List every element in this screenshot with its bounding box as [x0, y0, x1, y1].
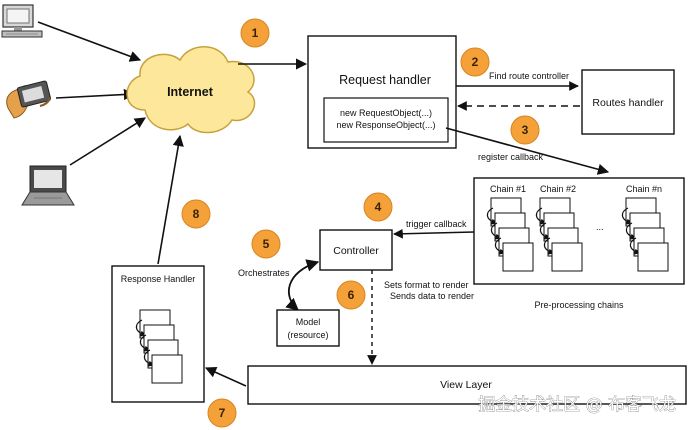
register-callback-arrow	[445, 127, 610, 175]
stack-flow-arrow	[135, 319, 147, 337]
stack-box	[502, 242, 534, 272]
svg-text:4: 4	[375, 200, 382, 214]
step-3-badge: 3	[510, 115, 540, 145]
stack-flow-arrow	[625, 222, 637, 240]
view-layer-box	[247, 365, 687, 405]
stack-flow-arrow	[535, 207, 547, 225]
request-object-label: new RequestObject(...)	[340, 108, 432, 118]
handheld-to-internet-arrow	[55, 88, 136, 101]
laptop-icon	[21, 165, 75, 206]
trigger-callback-arrow	[393, 228, 475, 239]
chain-n-label: Chain #n	[626, 184, 662, 194]
step-4-badge: 4	[363, 192, 393, 222]
stack-flow-arrow	[543, 237, 555, 255]
watermark: 掘金技术社区 @ 布客飞龙	[478, 395, 676, 415]
stack-box	[637, 242, 669, 272]
chain-ellipsis: ...	[596, 222, 604, 232]
svg-text:1: 1	[252, 26, 259, 40]
internet-label: Internet	[167, 85, 214, 99]
stack-flow-arrow	[539, 222, 551, 240]
stack-box	[551, 242, 583, 272]
step-7-badge: 7	[207, 398, 237, 428]
sets-format-label: Sets format to render	[384, 280, 469, 290]
model-resource-label: (resource)	[287, 330, 328, 340]
stack-flow-arrow	[143, 349, 155, 367]
find-route-label: Find route controller	[489, 71, 569, 81]
trigger-callback-label: trigger callback	[406, 219, 467, 229]
internet-cloud	[126, 46, 256, 134]
model-label: Model	[296, 317, 321, 327]
chain-2-stack	[535, 197, 583, 272]
controller-box	[319, 229, 393, 271]
preprocessing-chains-label: Pre-processing chains	[534, 300, 624, 310]
chain-1-stack	[486, 197, 534, 272]
stack-box	[151, 354, 183, 384]
svg-text:5: 5	[263, 237, 270, 251]
chain-n-stack	[621, 197, 669, 272]
svg-text:6: 6	[348, 288, 355, 302]
svg-text:3: 3	[522, 123, 529, 137]
svg-text:2: 2	[472, 55, 479, 69]
desktop-computer-icon	[1, 4, 43, 38]
sends-data-label: Sends data to render	[390, 291, 474, 301]
stack-flow-arrow	[490, 222, 502, 240]
controller-label: Controller	[333, 245, 379, 257]
routes-handler-label: Routes handler	[592, 97, 664, 109]
request-handler-label: Request handler	[339, 73, 431, 87]
step-6-badge: 6	[336, 280, 366, 310]
svg-text:7: 7	[219, 406, 226, 420]
response-to-internet-arrow	[157, 134, 184, 265]
view-to-response-arrow	[204, 367, 247, 387]
stack-flow-arrow	[139, 334, 151, 352]
stack-flow-arrow	[486, 207, 498, 225]
stack-flow-arrow	[621, 207, 633, 225]
stack-flow-arrow	[629, 237, 641, 255]
request-objects-box	[323, 97, 449, 143]
response-handler-label: Response Handler	[121, 274, 196, 284]
response-object-label: new ResponseObject(...)	[336, 120, 435, 130]
svg-text:8: 8	[193, 207, 200, 221]
laptop-to-internet-arrow	[69, 117, 146, 166]
response-stack	[135, 309, 183, 384]
step-2-badge: 2	[460, 47, 490, 77]
step-8-badge: 8	[181, 199, 211, 229]
handheld-device-icon	[6, 80, 52, 119]
routes-handler-box	[581, 69, 675, 135]
response-handler-inner-stack	[135, 309, 183, 384]
register-callback-label: register callback	[478, 152, 544, 162]
chain-stacks	[486, 197, 669, 272]
chain-2-label: Chain #2	[540, 184, 576, 194]
chain-1-label: Chain #1	[490, 184, 526, 194]
stack-flow-arrow	[494, 237, 506, 255]
desktop-to-internet-arrow	[37, 21, 142, 62]
model-box	[276, 309, 340, 347]
orchestrates-arrow	[285, 259, 320, 311]
step-5-badge: 5	[251, 229, 281, 259]
view-layer-label: View Layer	[440, 379, 492, 391]
step-1-badge: 1	[240, 18, 270, 48]
orchestrates-label: Orchestrates	[238, 268, 290, 278]
